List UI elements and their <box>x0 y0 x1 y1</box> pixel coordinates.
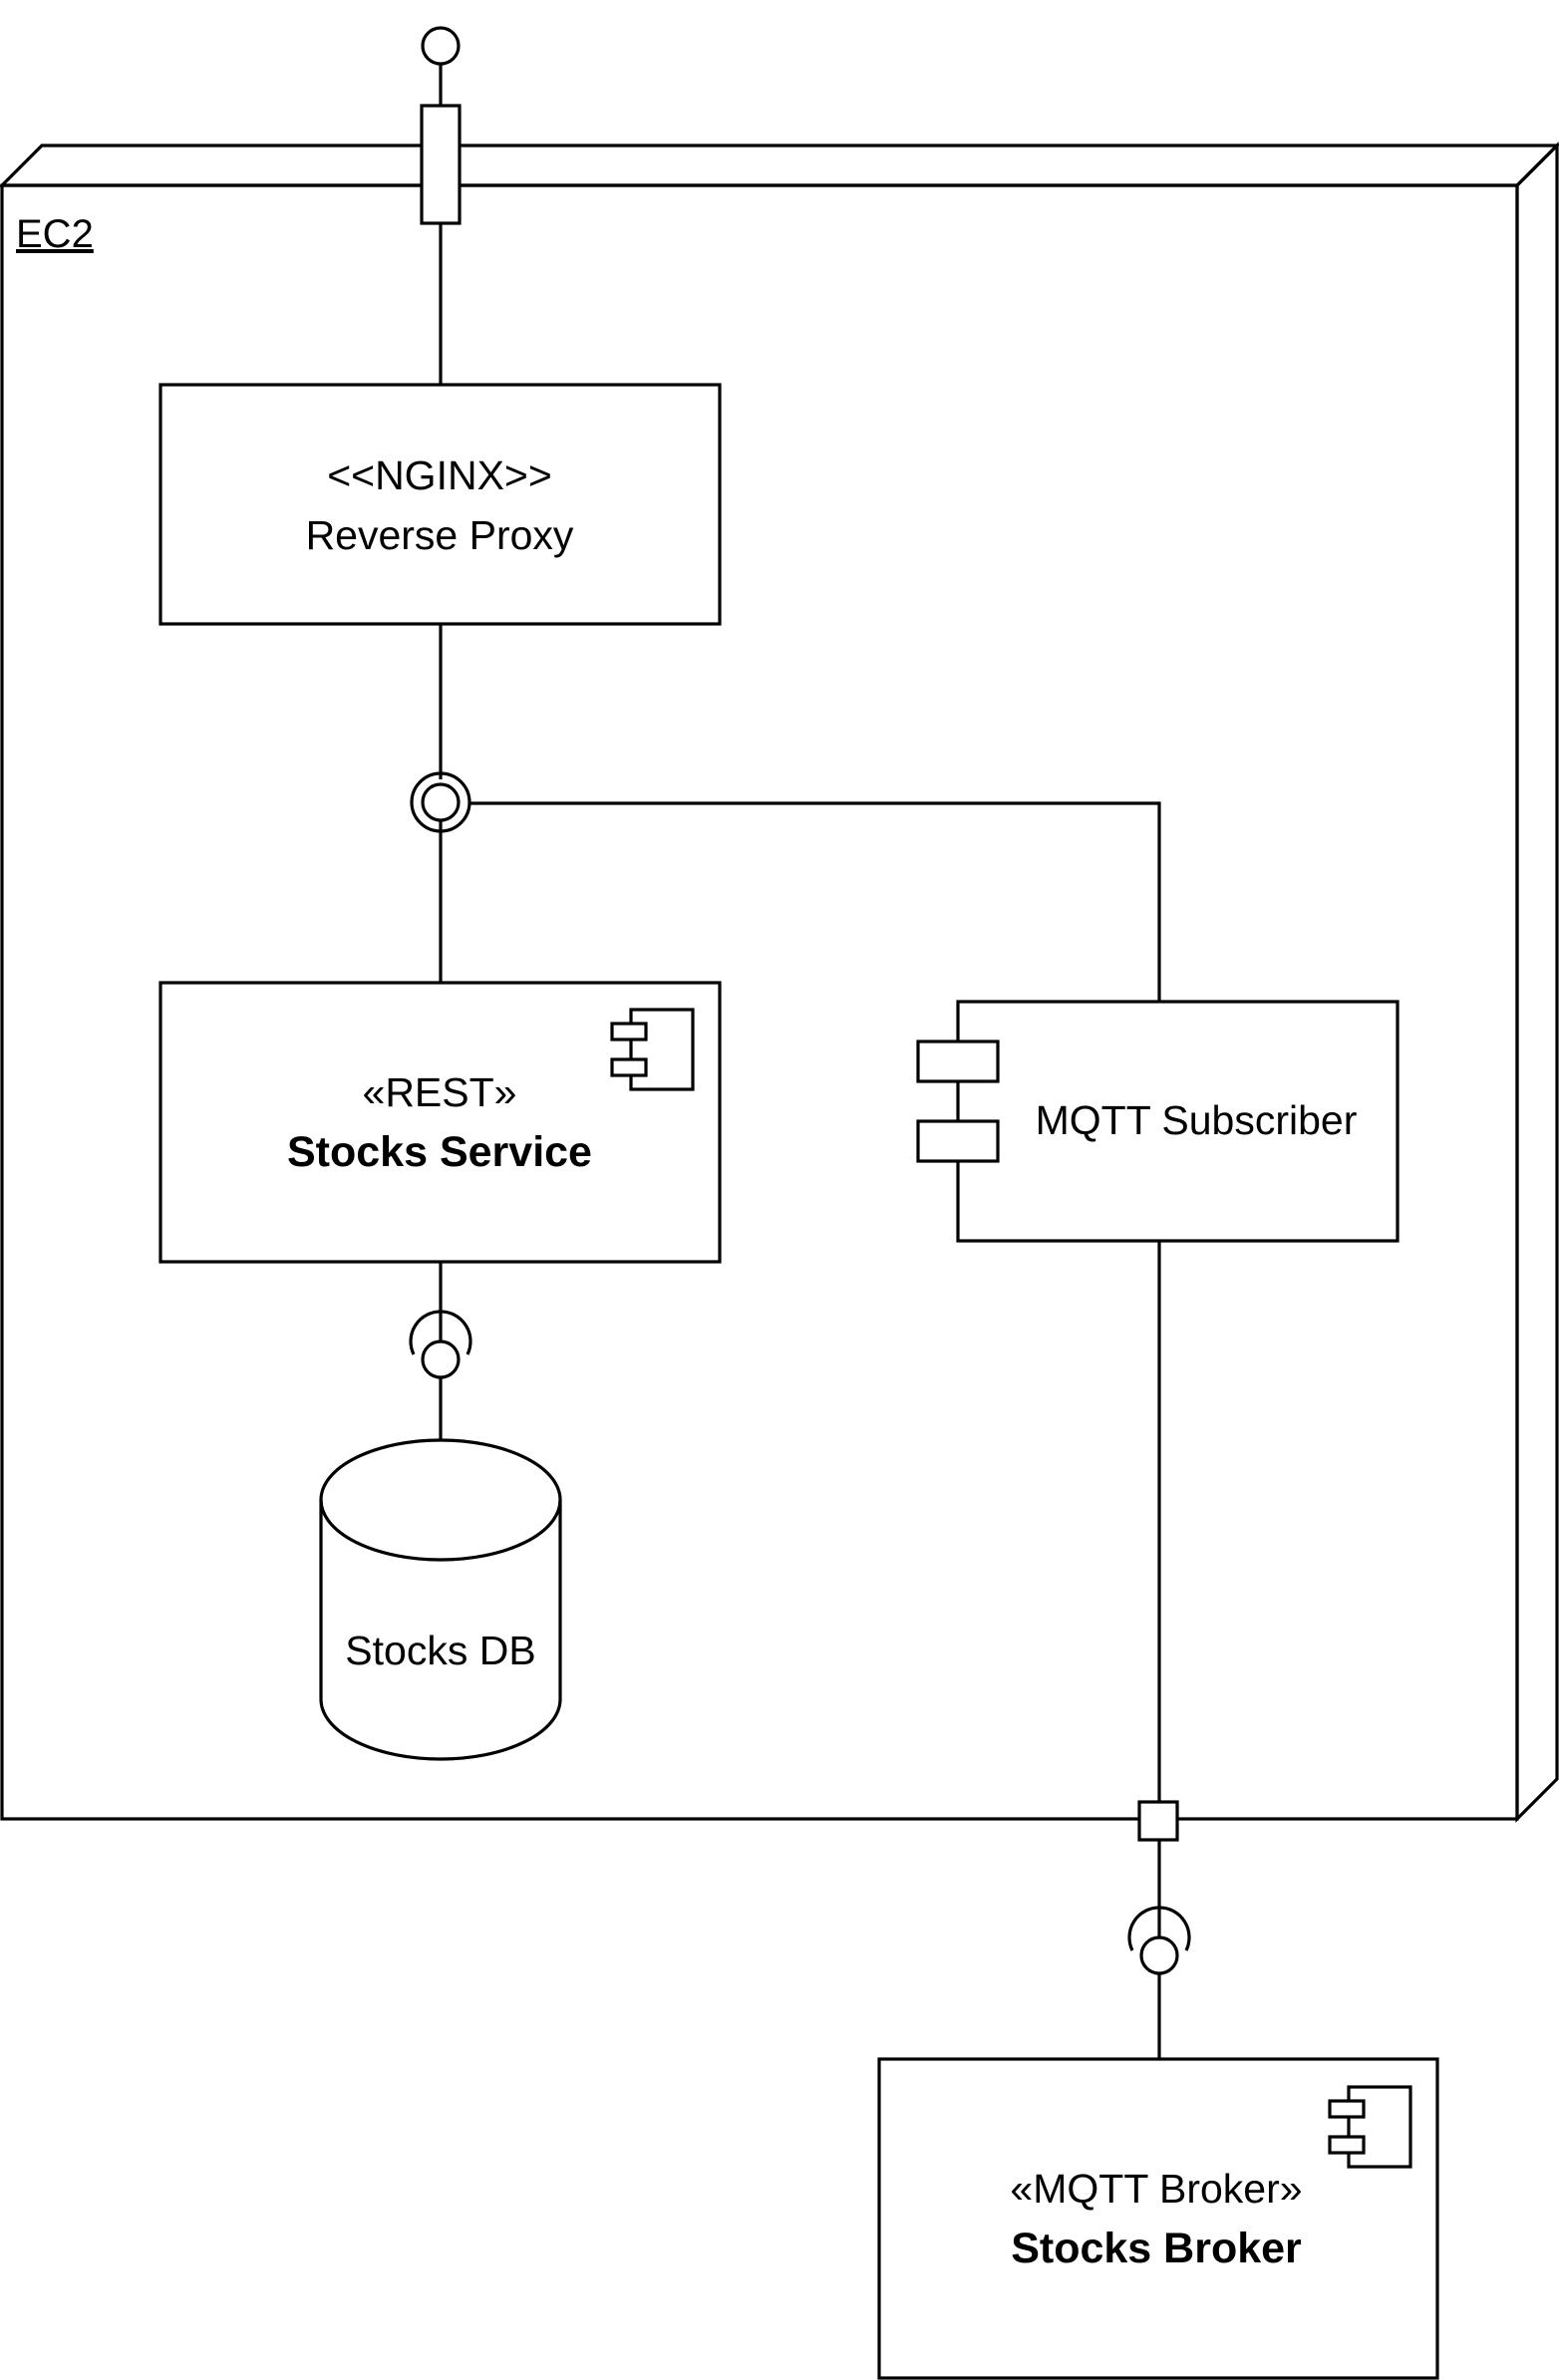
broker-interface <box>1127 1800 1191 2059</box>
reverse-proxy-name: Reverse Proxy <box>306 512 574 558</box>
database-cylinder-rim <box>319 1499 562 1562</box>
ec2-node: EC2 <box>0 142 1559 1823</box>
service-db-interface <box>409 1262 472 1440</box>
reverse-proxy-box <box>158 383 722 626</box>
stocks-broker-stereotype: «MQTT Broker» <box>1010 2166 1302 2212</box>
reverse-proxy-component: <<NGINX>> Reverse Proxy <box>158 383 722 626</box>
reverse-proxy-stereotype: <<NGINX>> <box>327 452 552 498</box>
provided-interface-lollipop-icon <box>421 26 461 66</box>
mqtt-subscriber-name: MQTT Subscriber <box>1036 1097 1358 1143</box>
external-http-interface <box>420 26 462 385</box>
ec2-node-front-face <box>0 183 1519 1821</box>
port-top <box>420 104 462 225</box>
subscriber-connector-line <box>469 801 1161 1002</box>
required-interface-socket-icon <box>1127 1906 1191 1951</box>
component-icon <box>916 1040 1000 1163</box>
provided-interface-lollipop-icon <box>421 782 461 822</box>
stocks-service-component: «REST» Stocks Service <box>158 981 722 1264</box>
provided-interface-lollipop-icon <box>421 1339 461 1379</box>
proxy-service-interface <box>410 624 1161 1002</box>
mqtt-subscriber-component: MQTT Subscriber <box>916 1000 1400 1802</box>
stocks-broker-name: Stocks Broker <box>1011 2225 1302 2272</box>
stocks-db-name: Stocks DB <box>345 1628 535 1673</box>
stocks-service-stereotype: «REST» <box>363 1069 517 1115</box>
port-bottom <box>1137 1800 1179 1842</box>
component-icon <box>1328 2085 1412 2169</box>
component-icon <box>610 1008 695 1091</box>
required-interface-socket-icon <box>409 1310 472 1355</box>
database-cylinder-icon <box>319 1438 562 1761</box>
ec2-node-top-face <box>0 144 1559 187</box>
stocks-service-name: Stocks Service <box>287 1128 592 1176</box>
stocks-broker-component: «MQTT Broker» Stocks Broker <box>877 2057 1439 2380</box>
stocks-db: Stocks DB <box>319 1438 562 1761</box>
mqtt-subscriber-box <box>956 1000 1400 1243</box>
ec2-node-label: EC2 <box>16 212 94 256</box>
provided-interface-lollipop-icon <box>1139 1935 1179 1975</box>
ec2-node-side-face <box>1515 142 1559 1823</box>
